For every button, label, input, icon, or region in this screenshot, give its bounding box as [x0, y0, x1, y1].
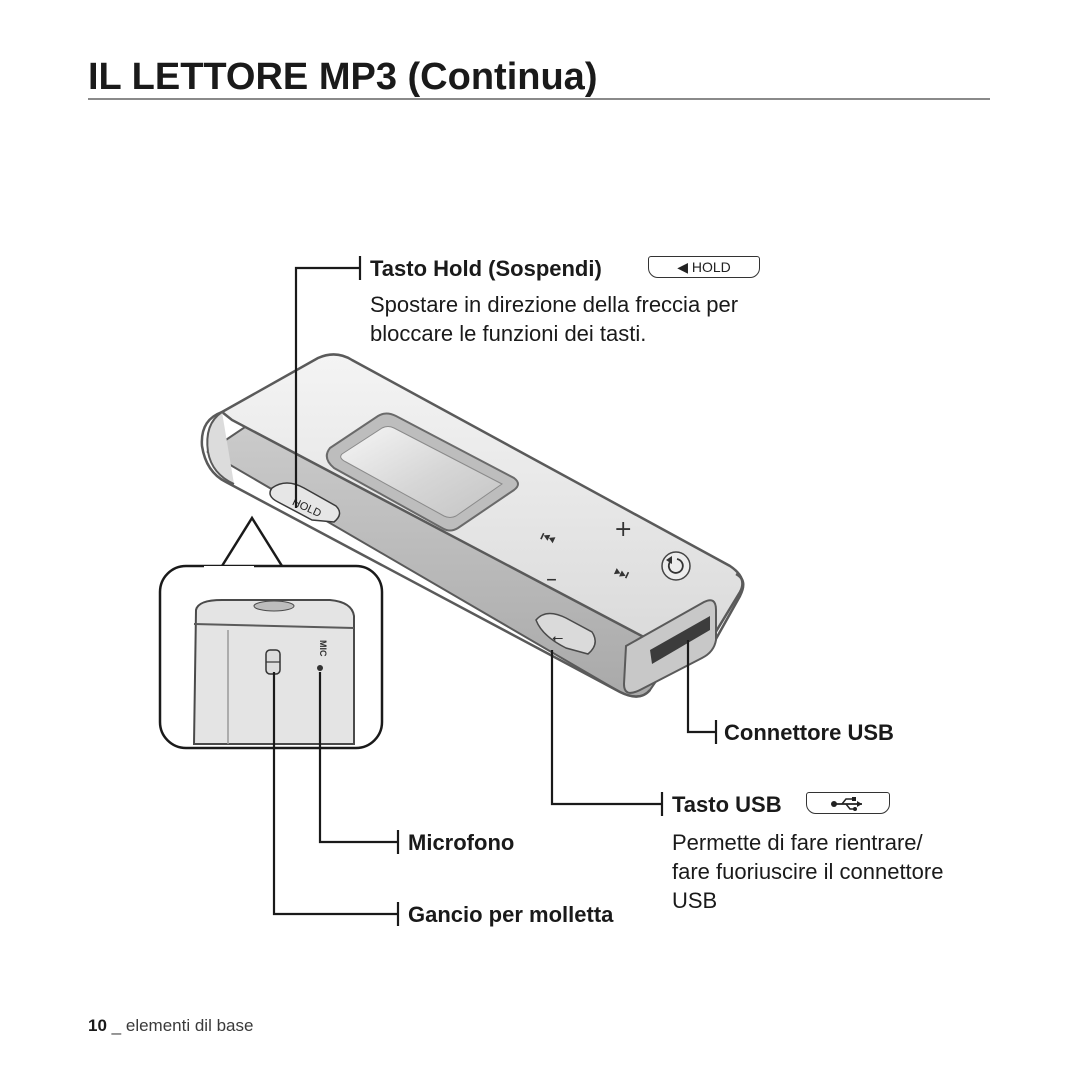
hold-label: Tasto Hold (Sospendi) [370, 256, 602, 281]
plus-icon[interactable]: + [614, 517, 632, 542]
usb-icon [806, 792, 890, 814]
page-number: 10 [88, 1016, 107, 1035]
mic-text: MIC [318, 640, 328, 657]
usb-slide-icon: ⭠ [552, 630, 563, 646]
footer-separator: _ [111, 1016, 122, 1035]
hold-switch[interactable] [269, 482, 341, 523]
usb-button-label: Tasto USB [672, 792, 782, 817]
mp3-player-body: HOLD ⏮ + – ⏭ ⭠ [200, 353, 745, 698]
hold-desc-line1: Spostare in direzione della freccia per [370, 292, 739, 317]
title-divider [88, 98, 990, 100]
usb-button-description: Permette di fare rientrare/ fare fuorius… [672, 828, 943, 915]
leader-lines [272, 256, 718, 926]
leader-hold [294, 266, 360, 508]
hold-description: Spostare in direzione della freccia per … [370, 290, 738, 348]
back-icon[interactable] [661, 551, 691, 581]
display-screen [340, 426, 503, 518]
page-footer: 10 _ elementi dil base [88, 1016, 253, 1036]
page-title: IL LETTORE MP3 (Continua) [88, 56, 598, 98]
usb-connector-label: Connettore USB [724, 720, 894, 745]
minus-icon[interactable]: – [546, 567, 557, 592]
microphone-label: Microfono [408, 830, 515, 855]
leader-microphone [318, 672, 398, 844]
usb-desc-line2: fare fuoriuscire il connettore [672, 859, 944, 884]
footer-section: elementi dil base [125, 1016, 254, 1035]
leader-usb-connector [686, 640, 716, 734]
mic-hole [317, 665, 323, 671]
hold-badge: ◀ HOLD [648, 256, 760, 278]
usb-desc-line3: USB [672, 888, 718, 913]
leader-clip-hook [272, 672, 398, 916]
detail-magnifier: MIC [158, 515, 384, 750]
usb-desc-line1: Permette di fare rientrare/ [672, 830, 923, 855]
usb-port [650, 616, 710, 664]
hold-desc-line2: bloccare le funzioni dei tasti. [370, 321, 647, 346]
leader-usb-button [550, 650, 662, 806]
clip-hook-label: Gancio per molletta [408, 902, 614, 927]
usb-slide-button[interactable] [535, 612, 596, 655]
